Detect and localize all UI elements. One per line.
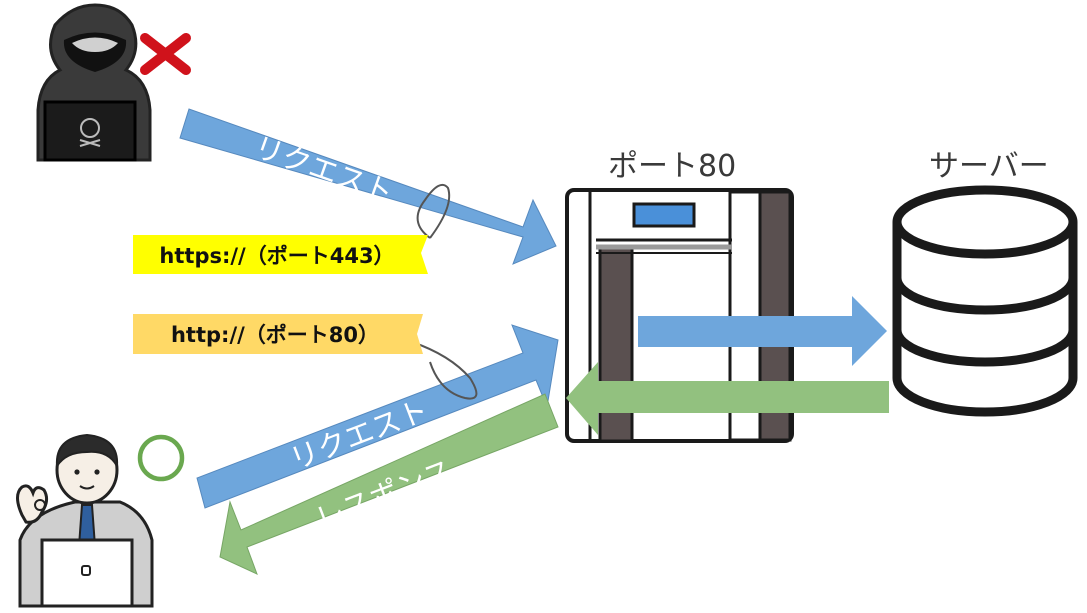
https-tag <box>133 235 428 274</box>
ok-circle-icon <box>137 434 185 482</box>
gate-to-server-arrow <box>638 296 887 366</box>
server-to-gate-arrow <box>566 362 889 435</box>
hacker-icon <box>36 3 152 162</box>
http-tag <box>133 314 423 354</box>
https-tag-label: https://（ポート443） <box>159 244 395 268</box>
server-database-icon <box>892 185 1078 417</box>
tag-string-bottom <box>411 341 478 400</box>
server-label: サーバー <box>929 149 1049 184</box>
user-icon <box>16 433 154 608</box>
x-mark-icon <box>140 33 191 75</box>
http-tag-label: http://（ポート80） <box>170 323 380 347</box>
request-label-top: リクエスト <box>250 130 398 210</box>
tag-string-top <box>416 184 451 239</box>
port80-label: ポート80 <box>608 149 737 184</box>
